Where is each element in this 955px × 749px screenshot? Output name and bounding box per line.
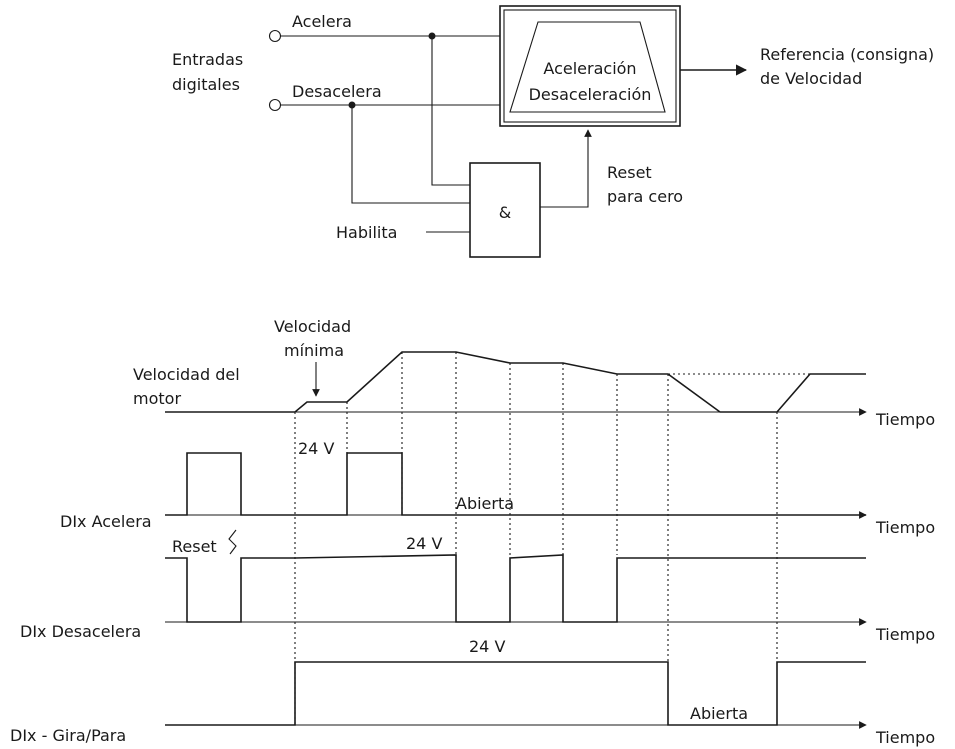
ramp-label-line1: Aceleración: [543, 59, 636, 78]
reset-label-line1: Reset: [607, 163, 652, 182]
ramp-block: [499, 5, 681, 127]
speed-time-label: Tiempo: [875, 410, 935, 429]
decel-input-label: Desacelera: [292, 82, 382, 101]
min-speed-label-line1: Velocidad: [274, 317, 351, 336]
ramp-trapezoid-icon: [509, 21, 666, 113]
output-label-line1: Referencia (consigna): [760, 45, 934, 64]
accel-input-label: Acelera: [292, 12, 352, 31]
timing-section: Velocidad del motor Velocidad mínima Tie…: [10, 317, 935, 747]
decel-time-label: Tiempo: [875, 625, 935, 644]
reset-label-line2: para cero: [607, 187, 683, 206]
block-diagram: Entradas digitales Acelera Desacelera Ac…: [172, 5, 934, 258]
speed-trace: [165, 351, 866, 413]
inputs-title-line1: Entradas: [172, 50, 243, 69]
decel-to-and-wire: [351, 105, 470, 204]
inputs-title-line2: digitales: [172, 75, 240, 94]
reset-indicator-icon: [228, 529, 237, 555]
enable-label: Habilita: [336, 223, 397, 242]
decel-signal-label: DIx Desacelera: [20, 622, 141, 641]
output-label-line2: de Velocidad: [760, 69, 862, 88]
accel-time-label: Tiempo: [875, 518, 935, 537]
min-speed-label-line2: mínima: [284, 341, 344, 360]
and-gate: [469, 162, 541, 258]
run-24v-label: 24 V: [469, 637, 505, 656]
run-time-label: Tiempo: [875, 728, 935, 747]
reset-wire: [540, 140, 589, 208]
speed-label-line2: motor: [133, 389, 181, 408]
ramp-label-line2: Desaceleración: [529, 85, 652, 104]
and-gate-symbol: &: [499, 203, 511, 222]
ramp-block-inner: [503, 9, 677, 123]
accel-to-and-wire: [431, 36, 470, 186]
accel-signal-label: DIx Acelera: [60, 512, 152, 531]
accel-24v-label: 24 V: [298, 439, 334, 458]
speed-label-line1: Velocidad del: [133, 365, 240, 384]
decel-input-terminal: [268, 98, 282, 112]
accel-trace: [165, 452, 866, 516]
accel-input-terminal: [268, 29, 282, 43]
decel-trace: [165, 554, 866, 623]
run-open-label: Abierta: [690, 704, 748, 723]
reset-pulse-label: Reset: [172, 537, 217, 556]
decel-24v-label: 24 V: [406, 534, 442, 553]
run-signal-label: DIx - Gira/Para: [10, 726, 126, 745]
run-trace: [165, 661, 866, 726]
accel-open-label: Abierta: [456, 494, 514, 513]
